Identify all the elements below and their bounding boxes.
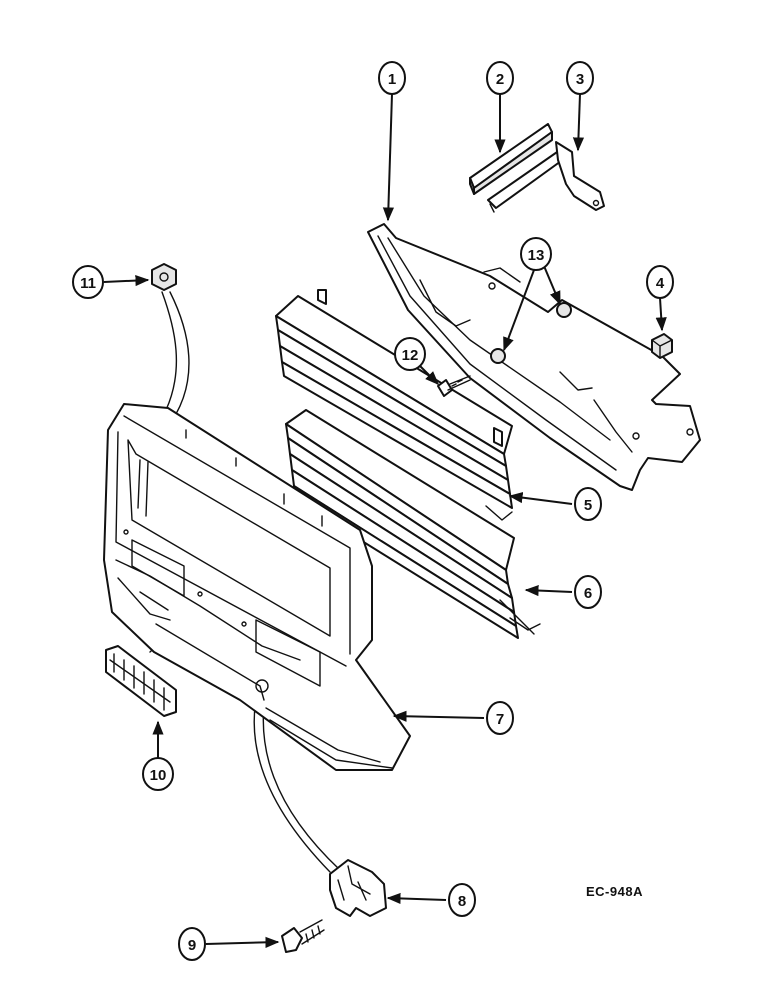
leader-lines [103,93,667,948]
callout-8: 8 [448,883,476,917]
callout-8-label: 8 [458,893,466,910]
part-8-clip [329,859,387,917]
callout-4: 4 [646,265,674,299]
callout-10-label: 10 [150,767,167,784]
callout-5-label: 5 [584,497,592,514]
callout-1: 1 [378,61,406,95]
callout-7-label: 7 [496,711,504,728]
callout-6: 6 [574,575,602,609]
part-5-upper-louver [275,289,513,521]
callout-12-label: 12 [402,347,419,364]
callout-9: 9 [178,927,206,961]
callout-11: 11 [72,265,104,299]
callout-12: 12 [394,337,426,371]
callout-10: 10 [142,757,174,791]
callout-11-label: 11 [80,275,96,292]
part-10-emblem [105,645,177,717]
callout-3-label: 3 [576,71,584,88]
callout-13: 13 [520,237,552,271]
callout-6-label: 6 [584,585,592,602]
callout-9-label: 9 [188,937,196,954]
callout-1-label: 1 [388,71,396,88]
callout-7: 7 [486,701,514,735]
part-12-bolt [437,375,471,397]
part-3-bracket [487,141,605,213]
part-13-nuts [490,302,572,364]
part-11-nut [151,263,177,291]
part-2-strip [469,123,553,195]
callout-4-label: 4 [656,275,665,292]
part-1-support [367,223,701,491]
part-4-block [651,333,673,359]
callout-13-label: 13 [528,247,545,264]
drawing-reference-code: EC-948A [586,884,643,899]
callout-2: 2 [486,61,514,95]
callout-3: 3 [566,61,594,95]
callout-2-label: 2 [496,71,504,88]
part-9-screw [281,919,325,953]
part-7-grille-panel [103,403,411,771]
callout-5: 5 [574,487,602,521]
